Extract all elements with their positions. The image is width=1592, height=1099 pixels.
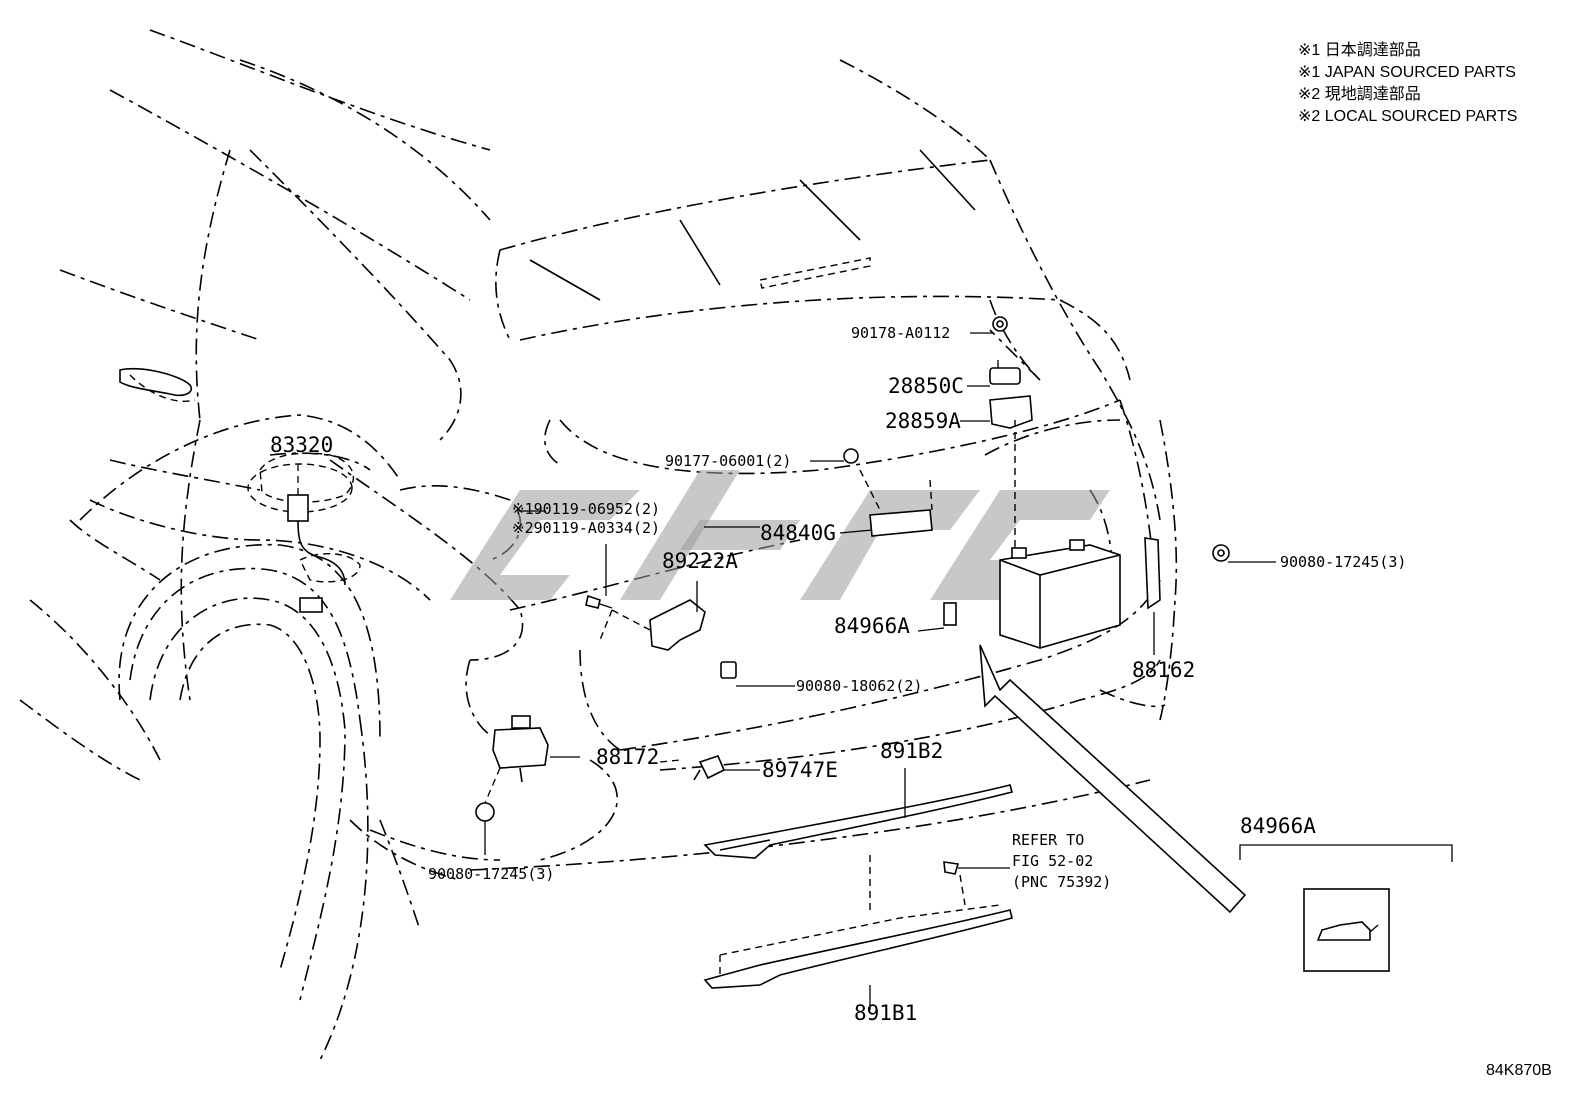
part-83320-sensor: [247, 463, 353, 613]
part-90119-bolt: [585, 594, 613, 609]
note-line-1: ※1 日本調達部品: [1298, 41, 1421, 59]
refer-line-2: FIG 52-02: [1012, 852, 1093, 870]
label-89747e: 89747E: [762, 758, 838, 782]
part-90080-17245-right-clip: [1212, 544, 1230, 562]
label-90080-18062: 90080-18062(2): [796, 677, 922, 695]
part-891b2-trim: [703, 784, 1013, 859]
label-90178-a0112: 90178-A0112: [851, 324, 950, 342]
part-battery: [999, 420, 1121, 649]
label-28850c: 28850C: [888, 374, 964, 398]
part-labels: 90178-A0112 28850C 28859A 90177-06001(2)…: [270, 324, 1406, 1025]
direction-arrow: [979, 644, 1247, 914]
label-891b2: 891B2: [880, 739, 943, 763]
label-84966a: 84966A: [834, 614, 910, 638]
part-28850c-connector: [989, 360, 1021, 385]
note-line-2: ※1 JAPAN SOURCED PARTS: [1298, 64, 1516, 81]
label-90177-06001: 90177-06001(2): [665, 452, 791, 470]
label-28859a: 28859A: [885, 409, 961, 433]
refer-line-1: REFER TO: [1012, 831, 1084, 849]
label-90080-17245-right: 90080-17245(3): [1280, 553, 1406, 571]
part-90177-nut: [843, 448, 859, 464]
inset-84966a: [1239, 844, 1453, 972]
label-89222a: 89222A: [662, 549, 738, 573]
part-90080-17245-bottom-clip: [475, 767, 501, 822]
label-84840g: 84840G: [760, 521, 836, 545]
refer-note: REFER TO FIG 52-02 (PNC 75392): [1012, 831, 1111, 891]
part-84966a-grommet: [943, 602, 957, 626]
inset-label: 84966A: [1240, 814, 1316, 838]
part-90080-18062-clip: [720, 661, 737, 679]
part-90178-clip: [992, 316, 1008, 332]
note-line-4: ※2 LOCAL SOURCED PARTS: [1298, 108, 1517, 125]
part-28859a-bracket: [989, 395, 1033, 429]
part-89747e-sensor: [693, 755, 726, 781]
figure-code: 84K870B: [1486, 1062, 1552, 1079]
part-89222a-bracket: [599, 599, 706, 651]
label-88162: 88162: [1132, 658, 1195, 682]
label-83320: 83320: [270, 433, 333, 457]
leader-lines: [297, 332, 1276, 1010]
label-90080-17245-bottom: 90080-17245(3): [428, 865, 554, 883]
label-88172: 88172: [596, 745, 659, 769]
part-84840g-switch: [859, 469, 933, 537]
vehicle-outline: [19, 29, 1178, 1061]
label-90119-a0334: ※290119-A0334(2): [512, 519, 660, 537]
note-line-3: ※2 現地調達部品: [1298, 85, 1421, 103]
part-891b1-trim: [703, 855, 1013, 989]
part-refer-clip: [943, 861, 960, 875]
part-88172-horn: [492, 715, 549, 783]
part-88162-rail: [1144, 537, 1161, 610]
label-891b1: 891B1: [854, 1001, 917, 1025]
refer-line-3: (PNC 75392): [1012, 873, 1111, 891]
legend-notes: ※1 日本調達部品 ※1 JAPAN SOURCED PARTS ※2 現地調達…: [1298, 41, 1517, 125]
label-90119-06952: ※190119-06952(2): [512, 500, 660, 518]
